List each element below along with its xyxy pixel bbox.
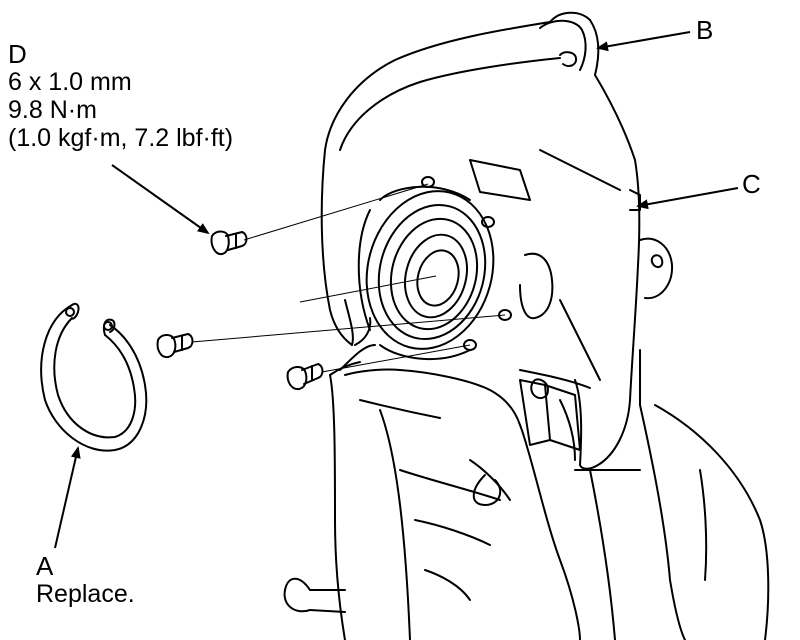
leader-arrow-b — [596, 31, 691, 52]
callout-a: A Replace. — [36, 552, 135, 608]
callout-d: D 6 x 1.0 mm 9.8 N·m (1.0 kgf·m, 7.2 lbf… — [8, 40, 233, 152]
torque-nm: 9.8 N·m — [8, 96, 97, 124]
alignment-lines — [191, 183, 506, 373]
hub-bearing — [357, 176, 512, 361]
callout-b-letter: B — [696, 15, 714, 45]
callout-a-letter: A — [36, 551, 54, 581]
callout-a-note: Replace. — [36, 580, 135, 608]
bolt-lower — [286, 363, 324, 391]
torque-alt-units: (1.0 kgf·m, 7.2 lbf·ft) — [8, 124, 234, 152]
steering-knuckle — [283, 349, 770, 640]
leader-arrow-c — [636, 187, 739, 210]
bolt-size: 6 x 1.0 mm — [8, 68, 132, 96]
leader-arrow-a — [54, 446, 81, 549]
splash-shield — [320, 11, 674, 470]
snap-ring — [40, 302, 148, 452]
leader-arrow-d — [111, 164, 210, 235]
callout-c-letter: C — [742, 169, 761, 199]
bolt-upper — [210, 230, 248, 256]
callout-d-letter: D — [8, 39, 27, 69]
bolt-middle — [156, 333, 194, 359]
